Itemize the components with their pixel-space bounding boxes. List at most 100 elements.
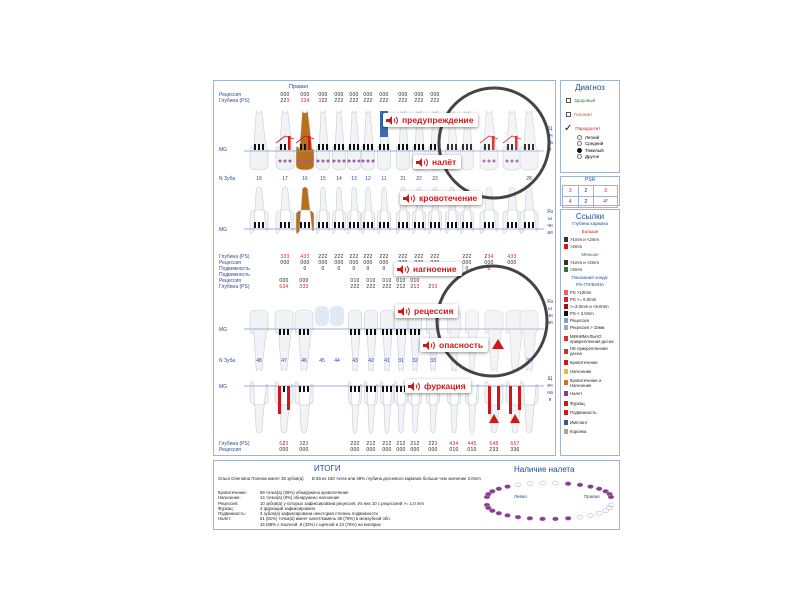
radio-button[interactable] bbox=[577, 134, 582, 140]
mg-label: MG bbox=[219, 384, 228, 390]
checkbox[interactable] bbox=[566, 112, 571, 117]
plaque-site bbox=[504, 484, 511, 489]
tooth-number[interactable]: 15 bbox=[320, 176, 326, 182]
legend-item: Рецессия bbox=[564, 317, 619, 324]
tooth-shape[interactable] bbox=[294, 381, 314, 434]
tooth-number[interactable]: 22 bbox=[416, 176, 422, 182]
tooth-number[interactable]: 38 bbox=[526, 358, 532, 364]
pocket-depth-bar bbox=[532, 222, 534, 228]
plaque-site bbox=[576, 514, 584, 520]
legend-item: НЕ прикрепленная десна bbox=[564, 346, 619, 356]
tooth-shape[interactable] bbox=[519, 309, 539, 372]
radio-button[interactable] bbox=[577, 147, 582, 153]
tooth-shape[interactable] bbox=[484, 381, 504, 434]
severity-radio[interactable]: Легкий bbox=[577, 134, 619, 141]
recession-value: 000 bbox=[382, 447, 392, 453]
tooth-shape[interactable] bbox=[249, 309, 269, 372]
danger-triangle-icon bbox=[492, 339, 504, 349]
tooth-shape[interactable] bbox=[295, 110, 315, 171]
radio-button[interactable] bbox=[577, 154, 582, 160]
tooth-number[interactable]: 48 bbox=[256, 358, 262, 364]
tooth-number[interactable]: 17 bbox=[282, 176, 288, 182]
tooth-number[interactable]: 41 bbox=[384, 358, 390, 364]
pocket-depth-bar bbox=[326, 144, 328, 150]
tooth-number[interactable]: 14 bbox=[336, 176, 342, 182]
summary-key: Фуркац: bbox=[218, 505, 234, 511]
callout-suppuration[interactable]: нагноение bbox=[394, 262, 462, 276]
tooth-number[interactable]: 18 bbox=[256, 176, 262, 182]
tooth-number[interactable]: 43 bbox=[352, 358, 358, 364]
tooth-shape[interactable] bbox=[275, 110, 295, 171]
tooth-number[interactable]: 47 bbox=[281, 358, 287, 364]
tooth-number[interactable]: 45 bbox=[319, 358, 325, 364]
pocket-depth-bar bbox=[287, 329, 289, 335]
radio-button[interactable] bbox=[577, 141, 582, 147]
tooth-shape[interactable] bbox=[274, 309, 294, 372]
psr-cell: 2 bbox=[577, 185, 595, 197]
attachment-line bbox=[295, 135, 315, 144]
checkbox[interactable] bbox=[566, 98, 571, 103]
summary-title: ИТОГИ bbox=[314, 464, 341, 473]
tooth-number[interactable]: 32 bbox=[412, 358, 418, 364]
callout-warning[interactable]: предупреждение bbox=[383, 113, 479, 127]
legend-subtitle: Глубина кармана bbox=[571, 221, 609, 226]
severity-radio[interactable]: Тяжелый bbox=[577, 147, 619, 154]
tooth-number[interactable]: 31 bbox=[398, 358, 404, 364]
diagnosis-healthy[interactable]: Здоровый bbox=[566, 95, 619, 106]
deep-pocket-bar bbox=[497, 386, 500, 410]
callout-bleeding[interactable]: кровотечение bbox=[400, 191, 483, 205]
tooth-shape[interactable] bbox=[380, 381, 394, 434]
tooth-shape[interactable] bbox=[249, 110, 269, 171]
side-label: Правая bbox=[289, 84, 308, 90]
callout-plaque[interactable]: налёт bbox=[413, 155, 462, 169]
tooth-shape[interactable] bbox=[484, 309, 504, 372]
tooth-number[interactable]: 13 bbox=[351, 176, 357, 182]
tooth-shape[interactable] bbox=[274, 381, 294, 434]
tooth-number[interactable]: 46 bbox=[301, 358, 307, 364]
tooth-number[interactable]: 44 bbox=[334, 358, 340, 364]
tooth-number[interactable]: 21 bbox=[400, 176, 406, 182]
depth-value: 222 bbox=[349, 98, 359, 104]
diagnosis-gingivitis[interactable]: Гингивит bbox=[566, 109, 619, 120]
tooth-number[interactable]: 16 bbox=[302, 176, 308, 182]
tooth-shape[interactable] bbox=[519, 110, 539, 171]
pocket-depth-bar bbox=[307, 386, 309, 392]
legend-label: МИНИМАЛЬНО прикрепленная десна bbox=[570, 333, 614, 344]
tooth-number[interactable]: 23 bbox=[432, 176, 438, 182]
callout-label: предупреждение bbox=[402, 115, 474, 125]
tooth-shape[interactable] bbox=[348, 381, 362, 434]
tooth-shape[interactable] bbox=[294, 309, 314, 372]
tooth-number[interactable]: 12 bbox=[365, 176, 371, 182]
tooth-shape[interactable] bbox=[249, 381, 269, 434]
tooth-number[interactable]: 42 bbox=[368, 358, 374, 364]
legend-swatch-icon bbox=[564, 380, 568, 385]
tooth-shape[interactable] bbox=[364, 381, 378, 434]
pocket-depth-bar bbox=[422, 222, 424, 228]
summary-value: 14 точка(а) (9%) обнаружено нагноение bbox=[260, 495, 340, 501]
recession-value: 010 bbox=[366, 278, 376, 284]
depth-value: 222 bbox=[430, 98, 440, 104]
callout-recession[interactable]: рецессия bbox=[395, 304, 459, 318]
tooth-number[interactable]: 11 bbox=[381, 176, 387, 182]
pocket-depth-bar bbox=[366, 386, 368, 392]
tooth-number[interactable]: 33 bbox=[430, 358, 436, 364]
tooth-number[interactable]: 28 bbox=[526, 176, 532, 182]
callout-furcation[interactable]: фуркация bbox=[405, 379, 471, 393]
tooth-shape[interactable] bbox=[479, 110, 499, 171]
pocket-depth-bar bbox=[524, 222, 526, 228]
severity-radio[interactable]: Другое bbox=[577, 154, 619, 161]
diagnosis-periodontitis[interactable]: ✓Пародонтит bbox=[564, 123, 619, 134]
pocket-depth-bar bbox=[400, 329, 402, 335]
pocket-depth-bar bbox=[511, 222, 513, 228]
callout-danger[interactable]: опасность bbox=[420, 338, 489, 352]
severity-radio[interactable]: Средний bbox=[577, 141, 619, 148]
mg-label: MG bbox=[219, 147, 228, 153]
pocket-depth-bar bbox=[511, 144, 513, 150]
tooth-shape[interactable] bbox=[519, 381, 539, 434]
depth-value: 213 bbox=[410, 284, 420, 290]
recession-value: 000 bbox=[396, 447, 406, 453]
check-icon[interactable]: ✓ bbox=[564, 123, 573, 134]
plaque-dot bbox=[278, 159, 282, 163]
psr-cell: 2 bbox=[577, 196, 595, 208]
pocket-depth-bar bbox=[484, 222, 486, 228]
